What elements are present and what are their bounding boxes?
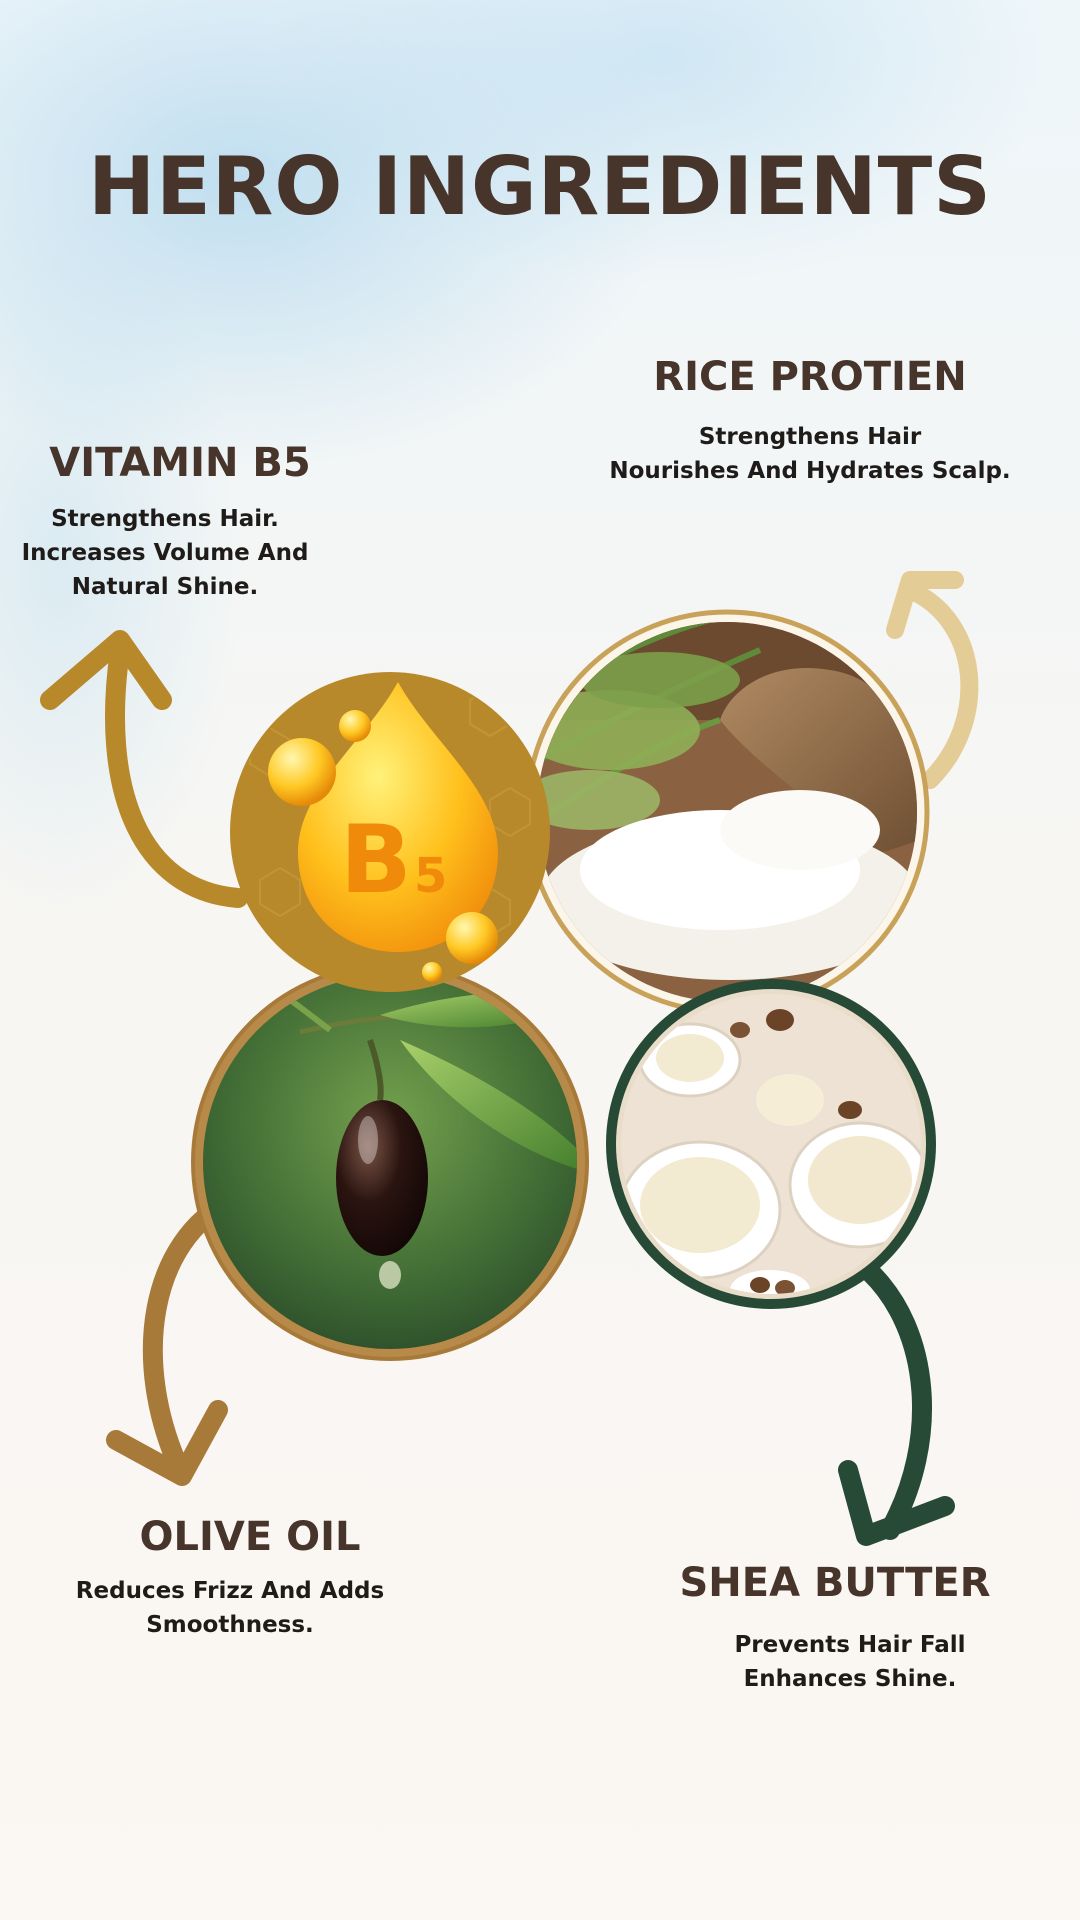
shea-butter-line-2: Enhances Shine. [743, 1666, 957, 1692]
vitamin-b5-line-3: Natural Shine. [71, 574, 259, 600]
vitamin-b5-line-2: Increases Volume And [21, 540, 309, 566]
shea-butter-line-1: Prevents Hair Fall [734, 1632, 966, 1658]
shea-butter-description: Prevents Hair Fall Enhances Shine. [700, 1628, 1000, 1696]
vitamin-b5-image: B 5 [230, 672, 550, 992]
olive-oil-description: Reduces Frizz And Adds Smoothness. [60, 1574, 400, 1642]
rice-protein-arrow-icon [886, 571, 979, 789]
olive-oil-image [191, 963, 589, 1361]
shea-butter-heading: SHEA BUTTER [679, 1560, 991, 1606]
b5-badge-letter: B [340, 806, 412, 915]
b5-badge-subscript: 5 [414, 848, 447, 904]
vitamin-b5-arrow-icon [40, 630, 248, 908]
vitamin-b5-heading: VITAMIN B5 [49, 440, 311, 486]
vitamin-b5-description: Strengthens Hair. Increases Volume And N… [0, 502, 330, 604]
rice-protein-image [524, 609, 930, 1015]
page-title: HERO INGREDIENTS [88, 140, 992, 233]
rice-protein-line-1: Strengthens Hair [698, 424, 922, 450]
shea-butter-arrow-icon [838, 1262, 955, 1546]
rice-protein-heading: RICE PROTIEN [653, 354, 967, 400]
shea-butter-image [606, 979, 936, 1309]
vitamin-b5-line-1: Strengthens Hair. [51, 506, 279, 532]
olive-oil-line-2: Smoothness. [146, 1612, 314, 1638]
rice-protein-description: Strengthens Hair Nourishes And Hydrates … [590, 420, 1030, 488]
rice-protein-line-2: Nourishes And Hydrates Scalp. [609, 458, 1011, 484]
olive-oil-line-1: Reduces Frizz And Adds [75, 1578, 385, 1604]
olive-oil-heading: OLIVE OIL [139, 1514, 361, 1560]
